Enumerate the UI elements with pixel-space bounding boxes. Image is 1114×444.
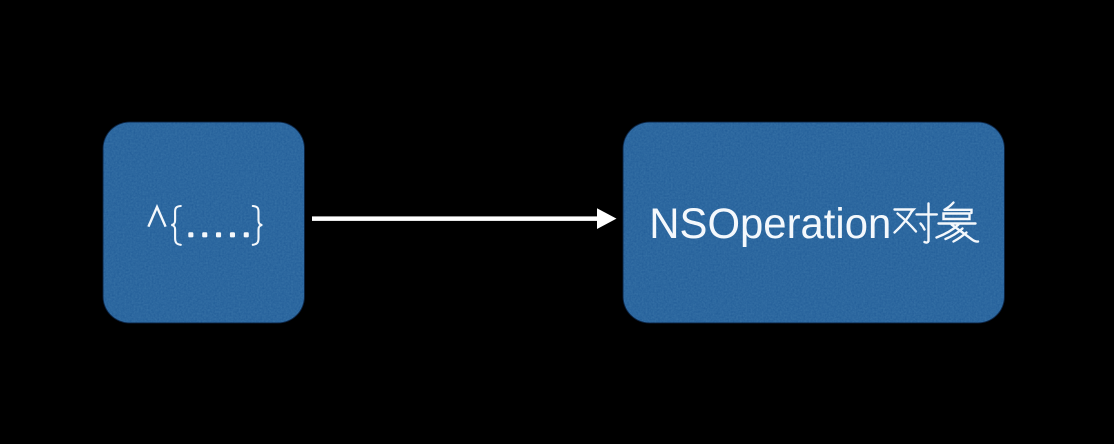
svg-text:NSOperation: NSOperation bbox=[649, 200, 891, 248]
